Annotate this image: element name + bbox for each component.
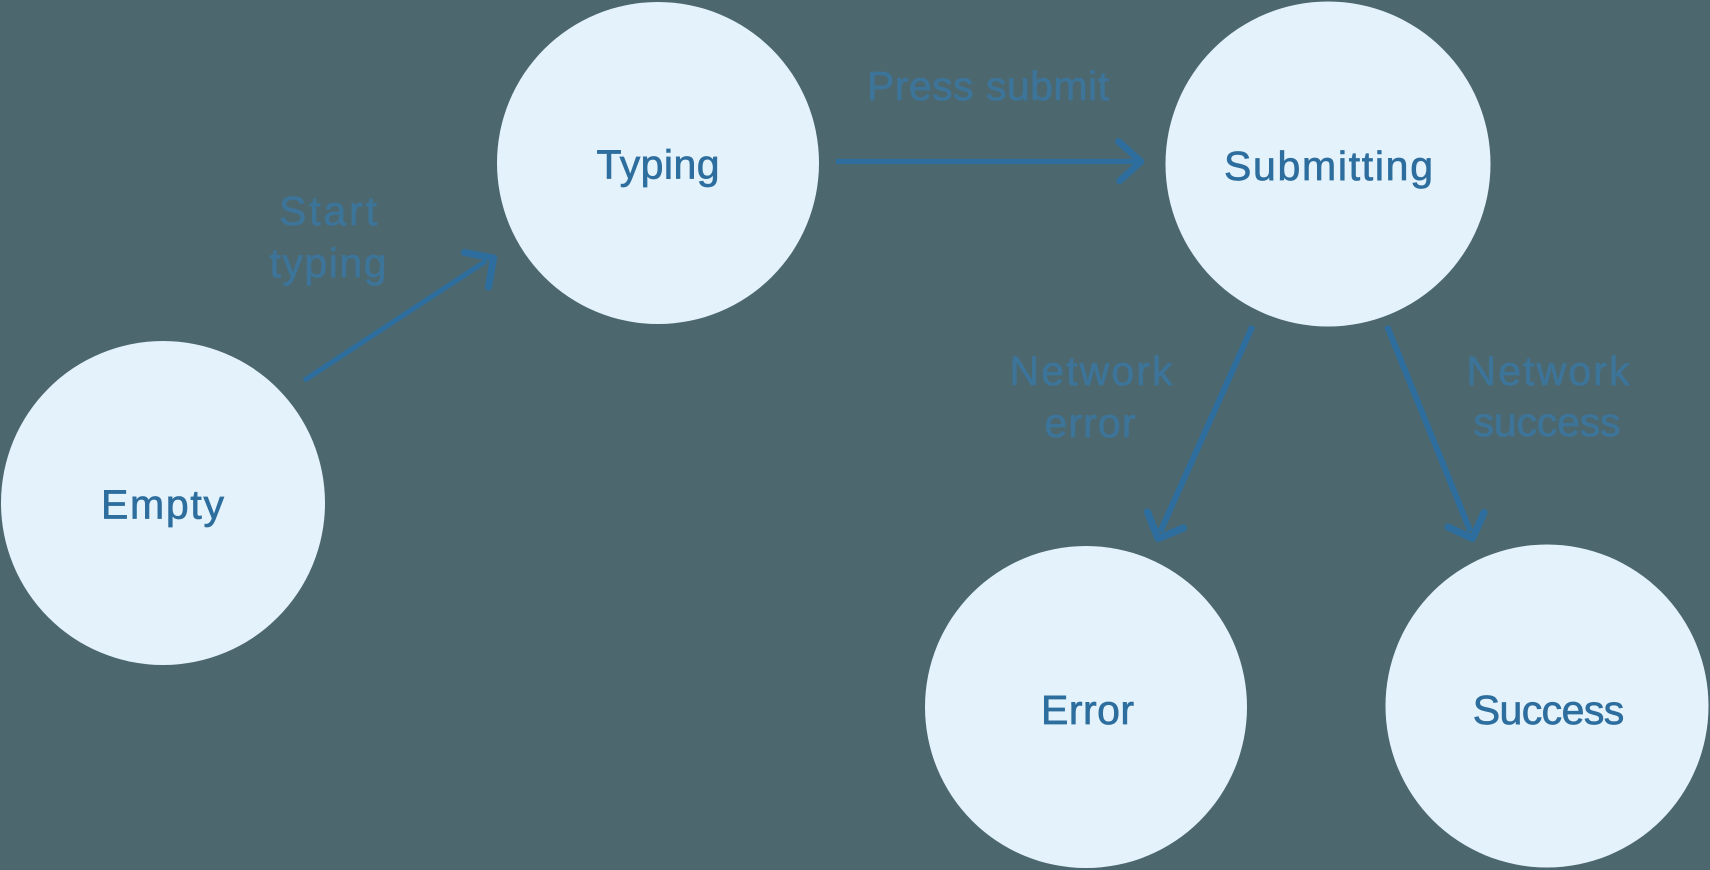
svg-text:error: error xyxy=(1045,400,1136,446)
svg-text:Submitting: Submitting xyxy=(1224,143,1433,189)
svg-text:success: success xyxy=(1474,399,1621,445)
svg-text:Start: Start xyxy=(279,188,378,234)
svg-text:Typing: Typing xyxy=(597,142,720,188)
svg-text:typing: typing xyxy=(270,240,387,286)
svg-text:Network: Network xyxy=(1010,348,1174,394)
svg-text:Press submit: Press submit xyxy=(867,63,1110,109)
svg-text:Empty: Empty xyxy=(101,482,225,528)
svg-text:Network: Network xyxy=(1467,348,1631,394)
svg-text:Error: Error xyxy=(1041,687,1134,733)
svg-text:Success: Success xyxy=(1473,687,1625,733)
